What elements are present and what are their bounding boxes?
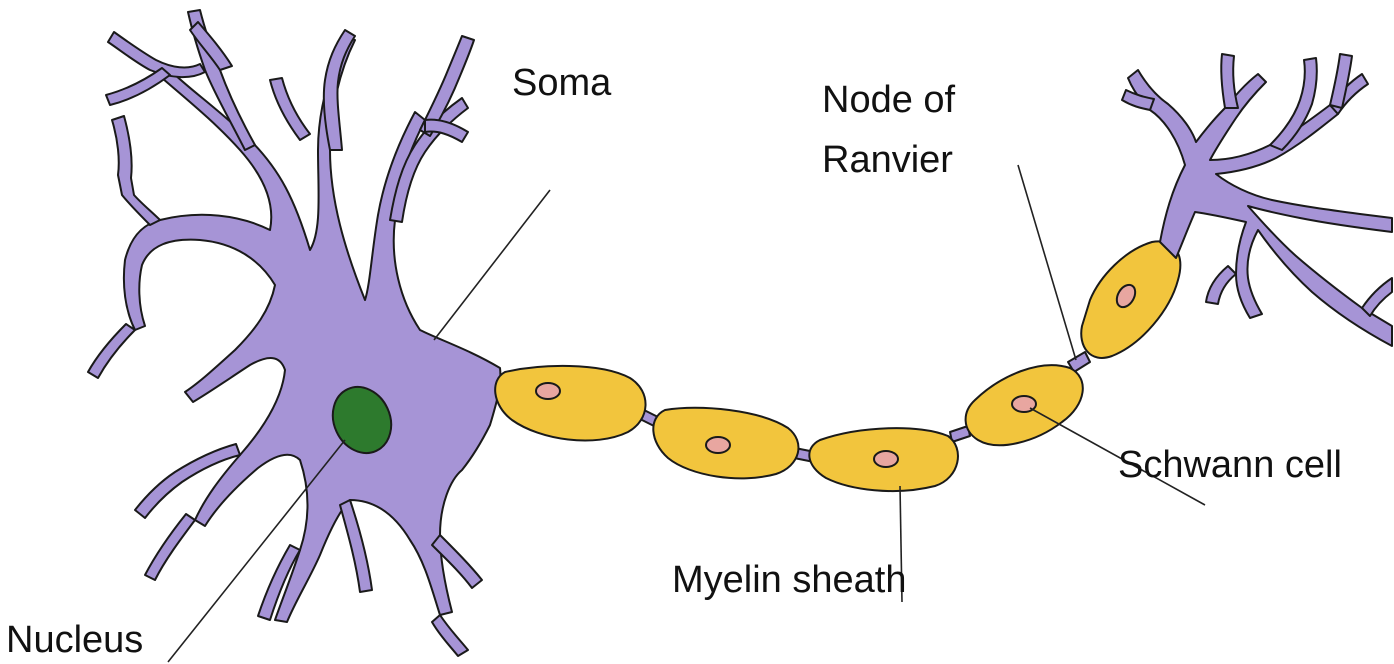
label-soma: Soma: [512, 62, 612, 104]
soma-leader-line: [434, 190, 550, 340]
label-schwann-cell: Schwann cell: [1118, 444, 1342, 486]
label-node-of-ranvier-line2: Ranvier: [822, 139, 953, 181]
label-node-of-ranvier-line1: Node of: [822, 79, 956, 121]
label-myelin-sheath: Myelin sheath: [672, 559, 906, 601]
myelin-segment-1: [495, 366, 645, 441]
node-leader-line: [1018, 165, 1076, 360]
label-nucleus: Nucleus: [6, 619, 143, 661]
